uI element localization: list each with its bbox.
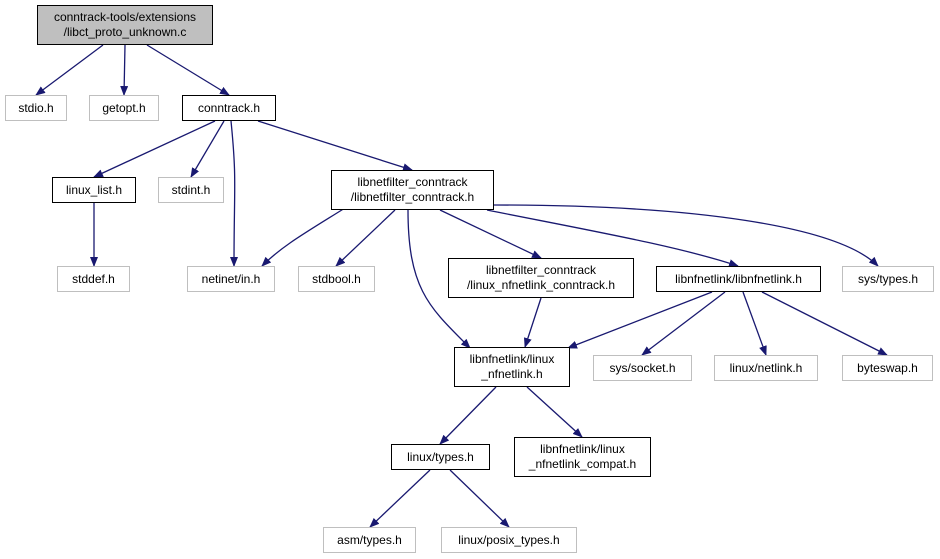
node-byteswap-h[interactable]: byteswap.h	[842, 355, 933, 381]
edge-root-to-stdio	[35, 44, 104, 96]
node-label-line: conntrack-tools/extensions	[53, 10, 197, 24]
node-label: asm/types.h	[337, 532, 402, 547]
edge-libnfnetlink-to-linux_nfnl	[567, 291, 713, 349]
node-label-line: libnetfilter_conntrack	[357, 175, 468, 189]
node-stddef-h[interactable]: stddef.h	[57, 266, 130, 292]
node-label-line: _nfnetlink.h	[481, 367, 543, 381]
node-label: stdbool.h	[312, 271, 361, 286]
node-linux-list-h[interactable]: linux_list.h	[52, 177, 136, 203]
node-label: stdint.h	[171, 182, 211, 197]
edge-libnfnetlink-to-byteswap	[761, 291, 888, 356]
node-label: linux/netlink.h	[729, 360, 803, 375]
edge-lnfct_nl-to-linux_nfnl	[523, 297, 542, 348]
node-linux-netlink-h[interactable]: linux/netlink.h	[714, 355, 818, 381]
node-label: linux/types.h	[407, 449, 474, 464]
edge-root-to-getopt	[120, 44, 129, 96]
node-label: stdio.h	[18, 100, 54, 115]
edge-libnfnetlink-to-linux_netlink	[742, 291, 767, 356]
edge-linux_types-to-asm_types	[369, 469, 431, 528]
node-label: sys/types.h	[857, 271, 919, 286]
node-libnfnetlink-h[interactable]: libnfnetlink/libnfnetlink.h	[656, 266, 821, 292]
edge-conntrack-to-lnfct	[257, 120, 413, 172]
edge-lnfct-to-libnfnetlink	[486, 209, 739, 267]
node-nfnetlink-compat-h[interactable]: libnfnetlink/linux _nfnetlink_compat.h	[514, 437, 651, 477]
edge-libnfnetlink-to-sys_socket	[641, 291, 726, 356]
edge-linux_nfnl-to-nfnl_compat	[526, 386, 583, 438]
edge-lnfct-to-netinet_in	[261, 207, 346, 267]
edge-root-to-conntrack	[146, 44, 230, 96]
node-label-line: libnfnetlink/linux	[540, 442, 625, 456]
node-label-line: libnetfilter_conntrack	[485, 263, 597, 277]
node-label: linux/posix_types.h	[458, 532, 560, 547]
node-label-line: /linux_nfnetlink_conntrack.h	[466, 278, 616, 292]
node-sys-types-h[interactable]: sys/types.h	[842, 266, 934, 292]
node-label-line: _nfnetlink_compat.h	[528, 457, 637, 471]
edge-linux_types-to-posix_types	[449, 469, 510, 528]
node-linux-nfnetlink-conntrack-h[interactable]: libnetfilter_conntrack /linux_nfnetlink_…	[448, 258, 634, 298]
edge-conntrack-to-stdint	[190, 120, 225, 178]
edge-conntrack-to-linux_list	[93, 120, 216, 178]
node-label: netinet/in.h	[201, 271, 261, 286]
node-netinet-in-h[interactable]: netinet/in.h	[187, 266, 275, 292]
edge-lnfct-to-sys_types	[493, 204, 879, 267]
node-sys-socket-h[interactable]: sys/socket.h	[593, 355, 692, 381]
node-label: conntrack.h	[197, 100, 261, 115]
edge-conntrack-to-netinet_in	[230, 120, 239, 267]
node-label: sys/socket.h	[609, 360, 676, 375]
edge-linux_nfnl-to-linux_types	[439, 386, 497, 445]
node-label: libnfnetlink/libnfnetlink.h	[675, 271, 802, 286]
node-label-line: libnfnetlink/linux	[469, 352, 555, 366]
node-label-line: /libnetfilter_conntrack.h	[350, 190, 475, 204]
node-stdio-h[interactable]: stdio.h	[5, 95, 67, 121]
edge-lnfct-to-linux_nfnl	[407, 209, 471, 349]
node-label-line: /libct_proto_unknown.c	[63, 25, 187, 39]
node-libnetfilter-conntrack-h[interactable]: libnetfilter_conntrack /libnetfilter_con…	[331, 170, 494, 210]
node-root-file: conntrack-tools/extensions /libct_proto_…	[37, 5, 213, 45]
edge-lnfct-to-stdbool	[335, 209, 396, 267]
node-linux-nfnetlink-h[interactable]: libnfnetlink/linux _nfnetlink.h	[454, 347, 570, 387]
node-getopt-h[interactable]: getopt.h	[89, 95, 159, 121]
node-stdint-h[interactable]: stdint.h	[158, 177, 224, 203]
node-linux-types-h[interactable]: linux/types.h	[391, 444, 490, 470]
edge-lnfct-to-lnfct_nl	[439, 209, 542, 259]
node-label: linux_list.h	[65, 182, 123, 197]
node-label: getopt.h	[102, 100, 146, 115]
node-conntrack-h[interactable]: conntrack.h	[182, 95, 276, 121]
node-linux-posix-types-h[interactable]: linux/posix_types.h	[441, 527, 577, 553]
node-asm-types-h[interactable]: asm/types.h	[323, 527, 416, 553]
node-stdbool-h[interactable]: stdbool.h	[298, 266, 375, 292]
node-label: byteswap.h	[857, 360, 918, 375]
node-label: stddef.h	[72, 271, 115, 286]
